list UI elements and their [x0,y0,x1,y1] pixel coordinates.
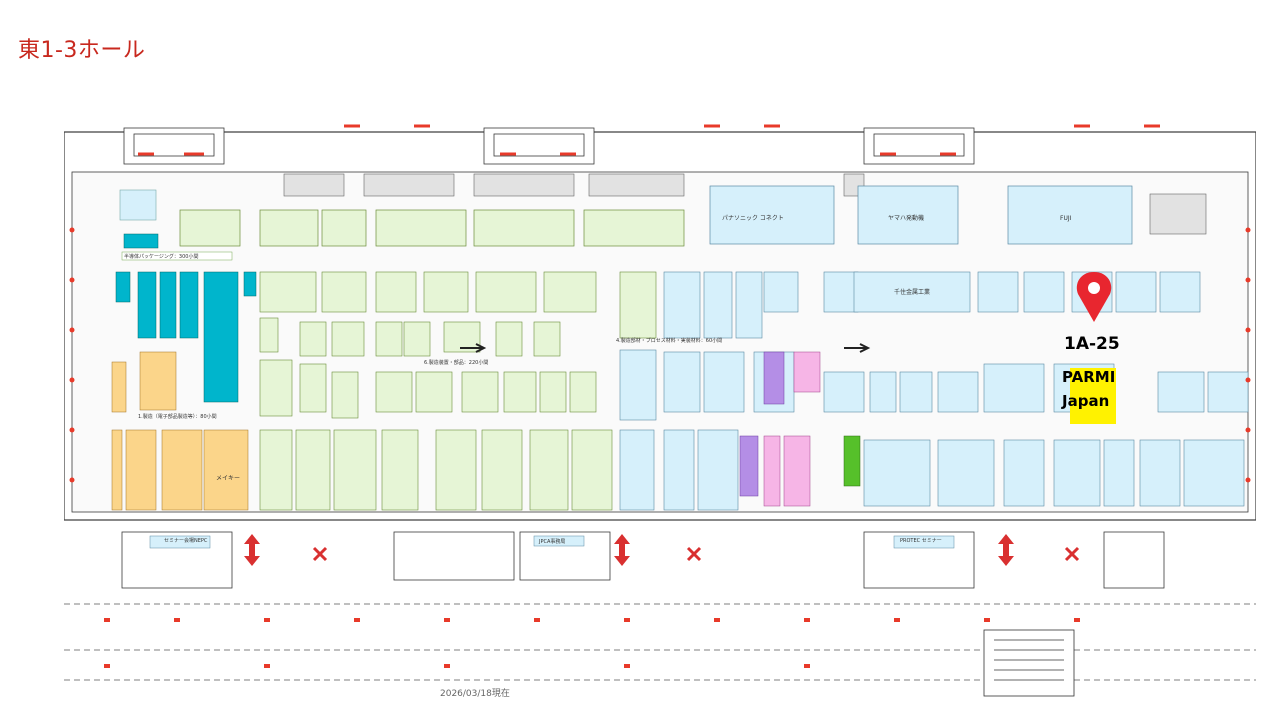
label-jpca-room: JPCA事務局 [538,538,565,545]
seminar-left-box [119,189,157,221]
hall-outline [64,131,1256,521]
top-entrance-right [863,127,975,165]
label-protec-seminar: PROTEC セミナー [900,538,942,544]
label-electronics-zone: 1.製造（電子部品製造等）：80小間 [138,413,217,420]
label-yamaha: ヤマハ発動機 [888,214,924,222]
label-manufacturing-zone: 6.製造装置・部品：220小間 [424,359,488,366]
date-stamp: 2026/03/18現在 [440,689,510,699]
page-title: 東1-3ホール [18,38,146,63]
label-materials-zone: 4.製造部材・プロセス材料・実装材料：60小間 [616,337,722,344]
floor-map: パナソニック コネクト ヤマハ発動機 FUJI 千住金属工業 メイキー 半導体パ… [64,124,1256,697]
top-entrance-center [483,127,595,165]
purple-pink-booths [739,351,861,507]
label-seminar-left: セミナー会場NEPC [164,537,208,544]
label-senju: 千住金属工業 [894,288,930,296]
exit-updown-arrows [244,534,1014,566]
label-packaging-zone: 半導体パッケージング：300小間 [124,253,198,260]
jpca-right-box [1149,193,1207,235]
cyan-booth-cluster [115,271,257,403]
company-name-line1: PARMI [1062,368,1116,386]
lounge-row [283,173,865,197]
row1-blue-booths [709,185,1133,245]
top-entrance-left [123,127,225,165]
middle-green-grid [259,271,657,511]
location-pin-icon [1076,272,1112,322]
road-markers [104,618,1080,668]
road-lines [64,603,1256,681]
parking-structure [983,629,1075,697]
orange-booth-cluster [111,351,249,511]
red-dot-markers [69,227,1251,483]
flow-arrows [460,343,871,353]
top-exit-markers [138,124,1160,156]
label-panasonic: パナソニック コネクト [722,215,784,222]
company-highlight-box [1070,368,1116,424]
label-fuji: FUJI [1060,215,1072,222]
closed-x-markers [312,546,1080,562]
label-meiki: メイキー [216,475,240,482]
booth-id-label: 1A-25 [1064,334,1120,354]
row1-green-booths [179,209,685,247]
company-name-line2: Japan [1062,392,1110,410]
